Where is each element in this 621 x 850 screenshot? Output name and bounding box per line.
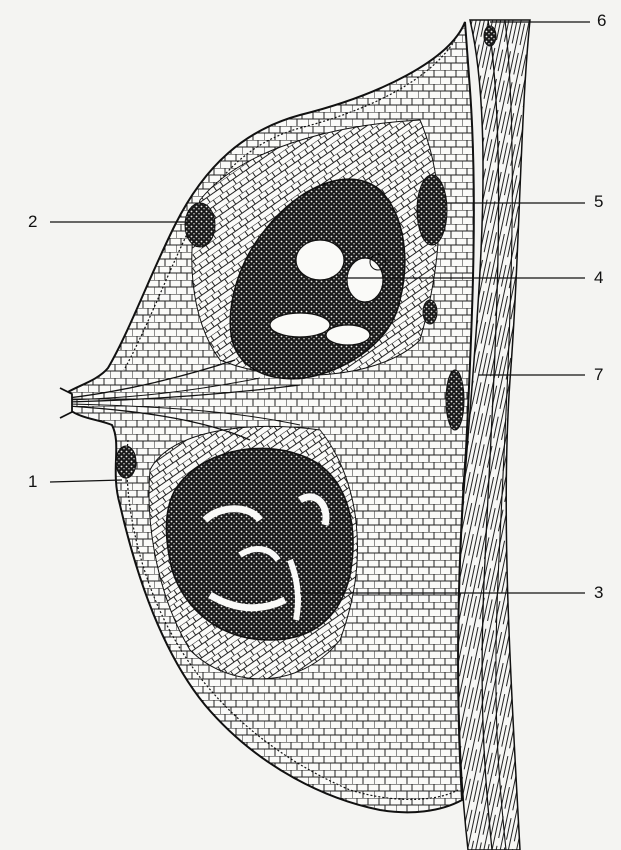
label-2: 2 xyxy=(28,212,37,232)
label-5: 5 xyxy=(594,192,603,212)
label-3: 3 xyxy=(594,583,603,603)
label-4: 4 xyxy=(594,268,603,288)
label-6: 6 xyxy=(597,11,606,31)
label-7: 7 xyxy=(594,365,603,385)
label-1: 1 xyxy=(28,472,37,492)
